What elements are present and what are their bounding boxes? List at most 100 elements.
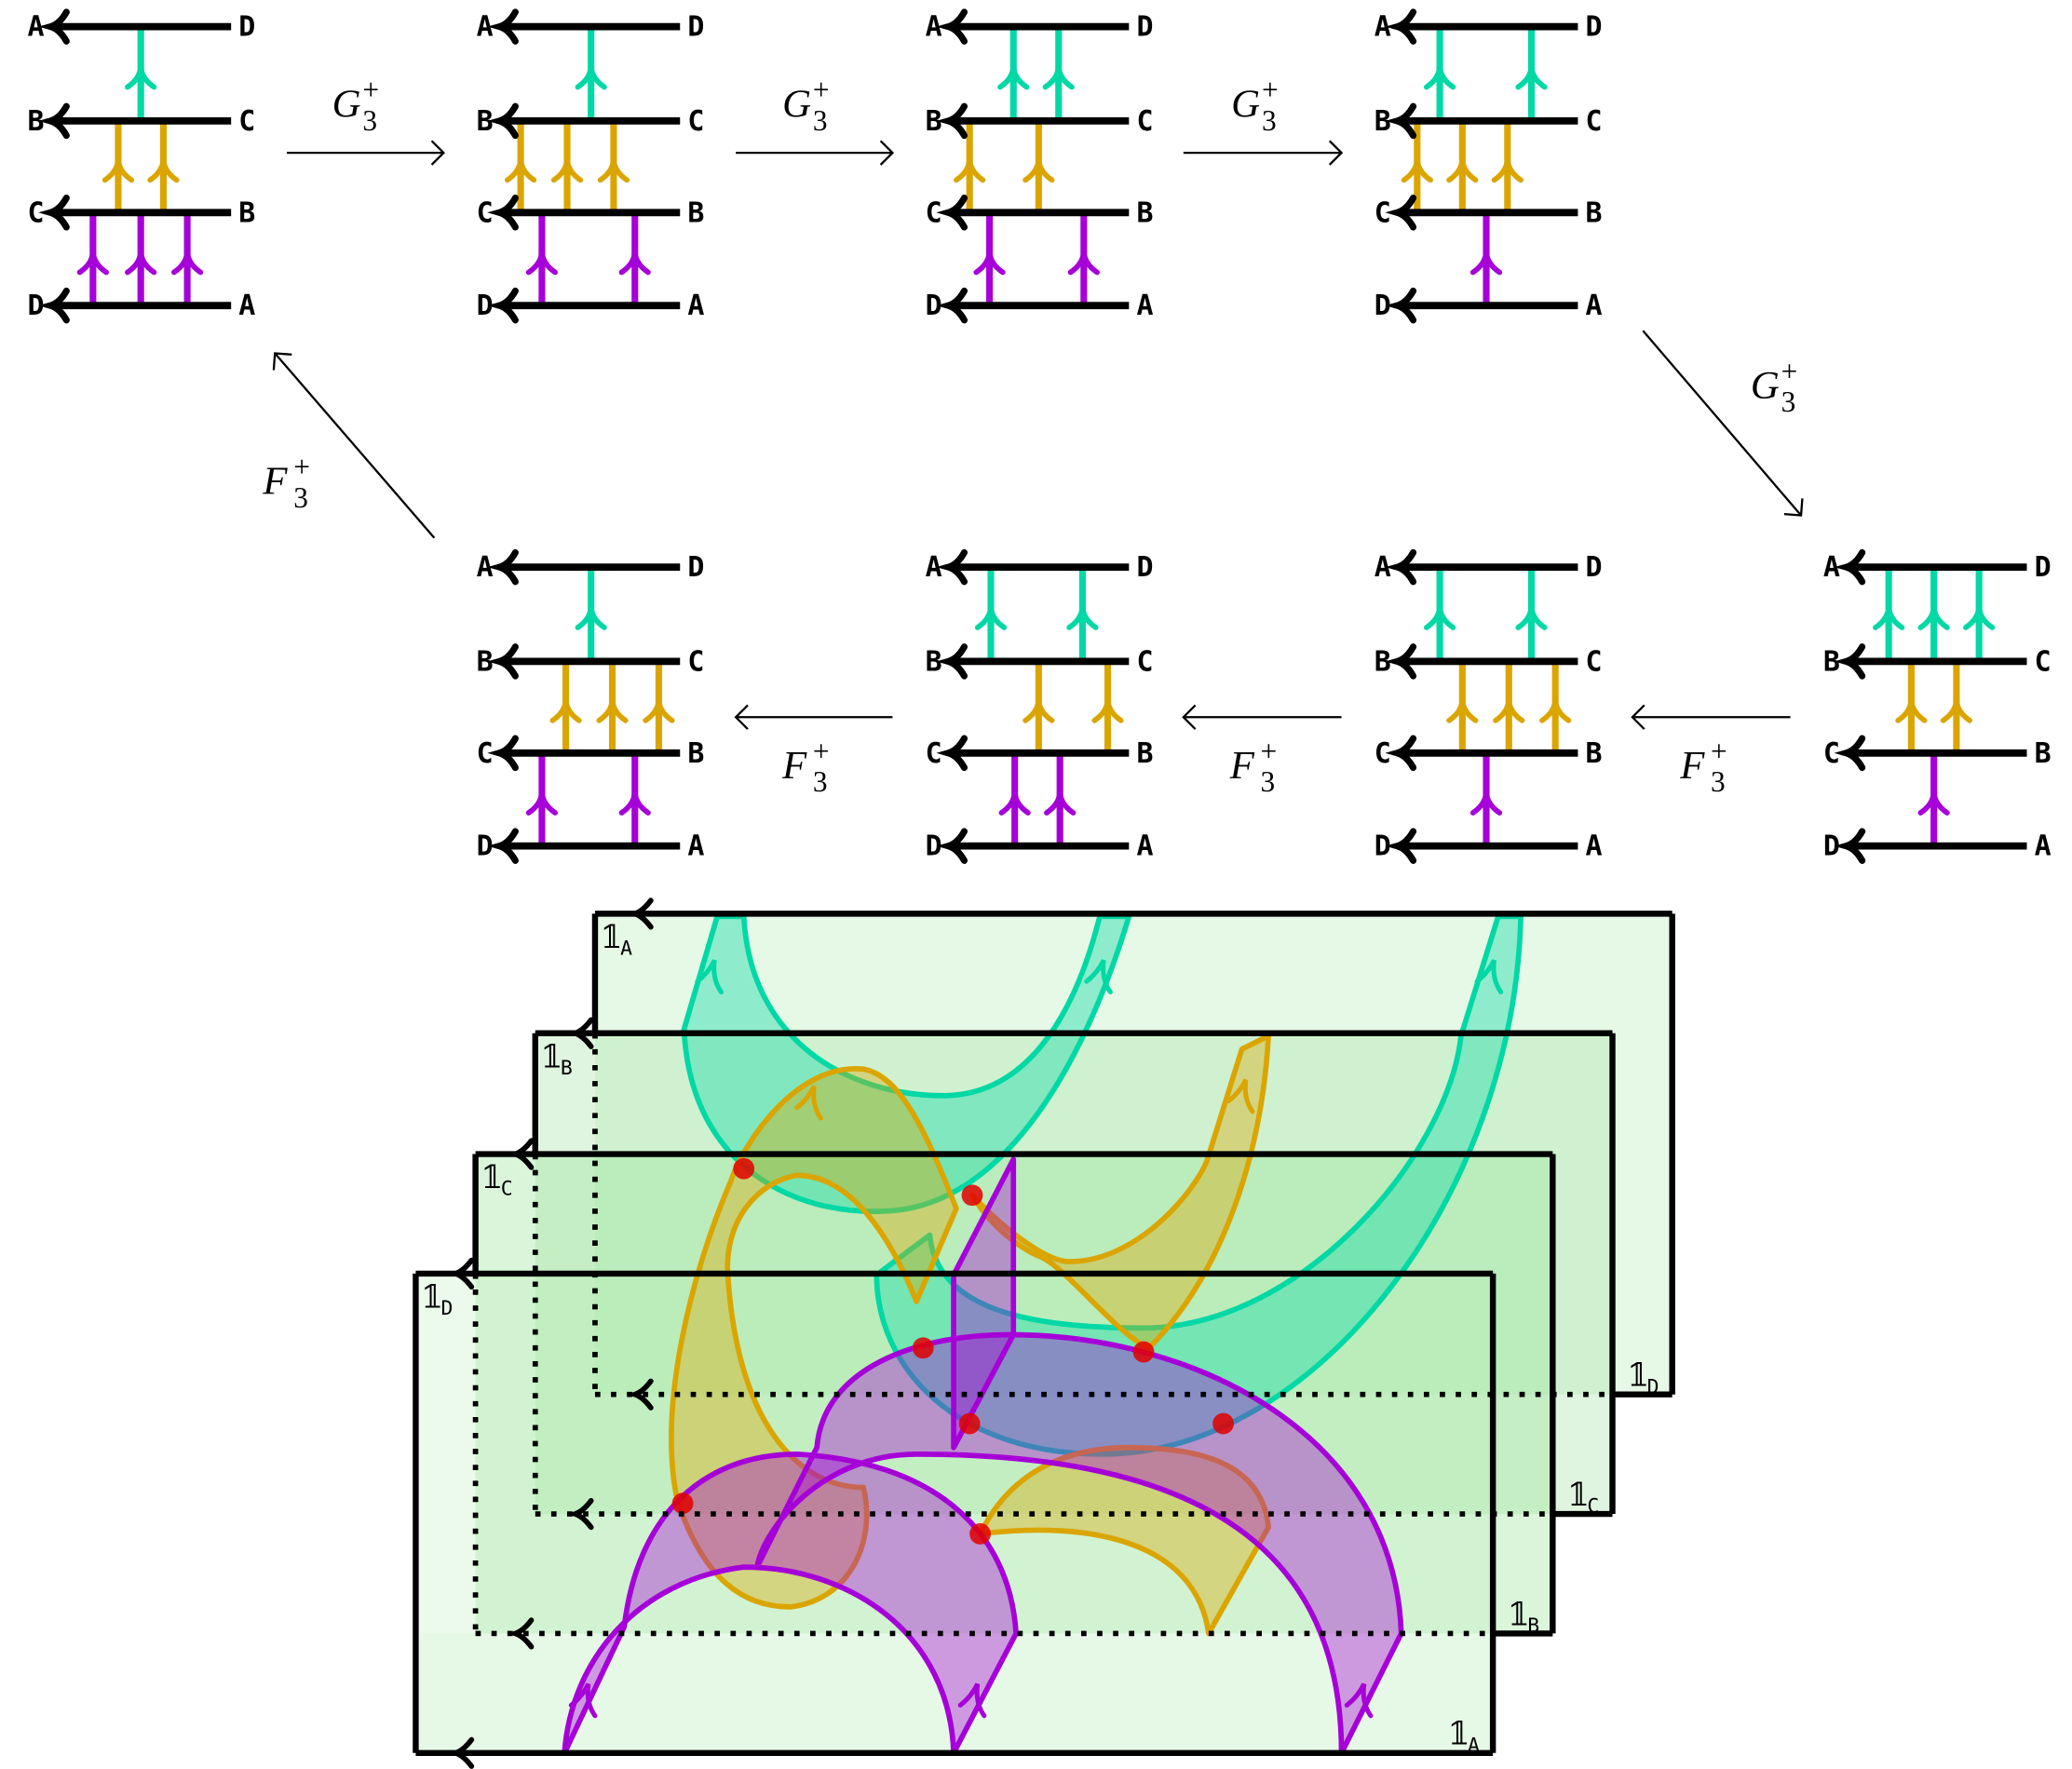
arrowhead-up-icon: [1022, 700, 1055, 723]
move-label: F: [1679, 744, 1705, 788]
gold-surface: [969, 1033, 1271, 1351]
move-label-sub: 3: [1711, 765, 1726, 798]
arrowhead-left-icon: [487, 8, 519, 45]
arrowhead-left-icon: [38, 8, 70, 45]
intersection-marker: [969, 1523, 992, 1545]
arrowhead-left-icon: [38, 102, 70, 140]
row-label-right: B: [238, 196, 255, 229]
arrowhead-left-icon: [626, 1378, 654, 1411]
sheet-label-bottom-sub: A: [1468, 1734, 1480, 1757]
arrowhead-icon: [272, 352, 292, 371]
arrowhead-icon: [794, 1085, 823, 1121]
row-label-right: D: [687, 551, 704, 584]
arrowhead-left-icon: [487, 102, 519, 140]
move-label: F: [262, 460, 288, 504]
row-label-right: D: [2035, 551, 2052, 584]
intersection-marker: [961, 1184, 983, 1207]
row-label-left: D: [1375, 290, 1391, 322]
sheet-label-bottom-sub: C: [1587, 1495, 1599, 1519]
move-label: G: [1231, 83, 1260, 127]
move-arrow: G+3: [287, 74, 445, 166]
row-label-right: A: [2035, 830, 2052, 863]
row-label-left: C: [1375, 196, 1391, 229]
row-label-right: B: [1586, 196, 1603, 229]
move-label-sub: 3: [1781, 385, 1796, 418]
row-label-left: D: [926, 830, 942, 863]
arrowhead-icon: [1226, 1078, 1255, 1114]
intersection-marker: [733, 1157, 755, 1180]
arrowhead-up-icon: [1423, 66, 1456, 90]
row-label-left: C: [1823, 737, 1840, 770]
row-label-left: B: [1823, 645, 1840, 678]
purple-surface: [951, 1156, 1017, 1451]
arrowhead-up-icon: [1873, 607, 1905, 630]
row-label-right: B: [1136, 196, 1153, 229]
arrowhead-up-icon: [1446, 700, 1479, 723]
row-label-right: C: [1586, 105, 1603, 138]
move-label-sup: +: [1262, 74, 1279, 106]
row-label-left: D: [477, 830, 494, 863]
arrowhead-left-icon: [507, 1138, 535, 1170]
move-label: F: [781, 744, 807, 788]
sheet-label-bottom-sub: D: [1647, 1375, 1659, 1398]
arrowhead-up-icon: [1493, 700, 1525, 723]
row-label-left: A: [1375, 551, 1391, 584]
row-label-right: A: [1586, 290, 1603, 322]
row-label-left: D: [1375, 830, 1391, 863]
row-label-right: A: [1136, 290, 1153, 322]
arrowhead-up-icon: [549, 700, 582, 723]
arrowhead-left-icon: [487, 735, 519, 772]
arrowhead-up-icon: [1042, 66, 1075, 90]
arrowhead-left-icon: [936, 8, 968, 45]
arrowhead-left-icon: [38, 287, 70, 324]
arrowhead-left-icon: [566, 1497, 594, 1531]
arrowhead-icon: [1474, 959, 1504, 995]
move-arrow: F+3: [1631, 704, 1791, 798]
sheet-label-bottom: 𝟙: [1567, 1478, 1590, 1515]
arrowhead-up-icon: [1491, 159, 1524, 183]
arrowhead-left-icon: [447, 1736, 475, 1769]
row-label-left: B: [477, 645, 494, 678]
sheet-label-top: 𝟙: [421, 1279, 443, 1317]
arrowhead-up-icon: [1446, 159, 1479, 183]
arrowhead-up-icon: [102, 159, 135, 183]
row-label-right: C: [687, 645, 704, 678]
arrowhead-left-icon: [936, 287, 968, 324]
row-label-left: C: [477, 737, 494, 770]
arrowhead-up-icon: [550, 159, 584, 183]
arrowhead-icon: [734, 704, 749, 730]
arrowhead-up-icon: [1895, 700, 1928, 723]
arrowhead-left-icon: [487, 548, 519, 586]
arrowhead-icon: [430, 140, 445, 166]
arrowhead-up-icon: [597, 159, 630, 183]
arrowhead-up-icon: [1401, 159, 1433, 183]
arrowhead-icon: [1631, 704, 1645, 730]
arrowhead-icon: [1182, 704, 1197, 730]
row-label-left: D: [27, 290, 44, 322]
arrowhead-up-icon: [1423, 607, 1456, 630]
row-label-right: D: [1586, 551, 1603, 584]
intersection-marker: [912, 1337, 934, 1359]
arrowhead-up-icon: [170, 251, 204, 276]
arrowhead-up-icon: [575, 66, 607, 90]
row-label-left: C: [1375, 737, 1391, 770]
arrowhead-up-icon: [1066, 607, 1099, 630]
row-label-left: D: [1823, 830, 1840, 863]
sheet-label-bottom: 𝟙: [1448, 1716, 1470, 1753]
row-label-left: A: [27, 11, 44, 44]
row-label-left: A: [1823, 551, 1840, 584]
row-label-right: D: [238, 11, 255, 44]
move-label-sub: 3: [362, 104, 377, 137]
row-label-right: A: [238, 290, 255, 322]
move-arrow: F+3: [1182, 704, 1342, 798]
arrow-shaft: [1642, 330, 1802, 517]
arrowhead-up-icon: [1091, 700, 1124, 723]
arrowhead-up-icon: [1044, 792, 1077, 816]
sheet-label-top: 𝟙: [601, 919, 623, 956]
row-label-right: D: [1586, 11, 1603, 44]
arrowhead-icon: [957, 1682, 987, 1719]
